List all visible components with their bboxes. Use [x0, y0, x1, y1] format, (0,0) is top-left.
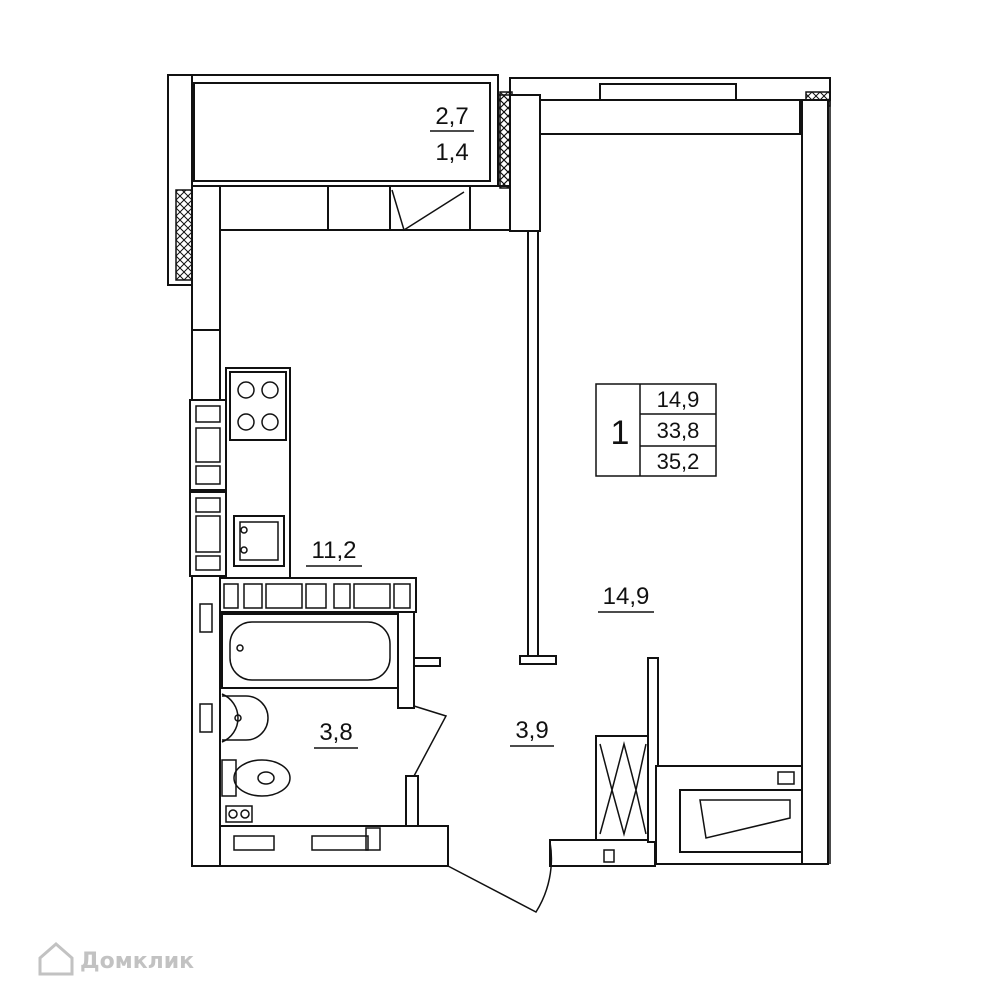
burner-4	[261, 413, 279, 431]
living-area: 14,9	[603, 583, 650, 610]
hall-socket	[603, 849, 615, 863]
wardrobe	[595, 657, 659, 863]
shelf-2	[243, 583, 263, 609]
bottom-wall-bath	[219, 825, 449, 867]
watermark-house-icon	[38, 942, 74, 976]
top-wall-pier	[469, 185, 511, 231]
bathroom	[199, 577, 448, 851]
balcony-area-top: 2,7	[435, 103, 468, 130]
room-labels: 2,7 1,4 11,2 14,9 3,8 3,9	[306, 103, 654, 749]
kitchen-area: 11,2	[312, 537, 357, 564]
bathtub-basin	[229, 621, 391, 681]
cabinet-upper-door-3	[195, 465, 221, 485]
entrance	[447, 840, 553, 913]
living-window-sill	[599, 83, 737, 101]
bathtub	[221, 613, 399, 689]
washbasin-drain	[234, 714, 242, 722]
balcony-insulation-left	[175, 189, 193, 281]
radiator-1	[233, 835, 275, 851]
washbasin-outer	[221, 693, 239, 743]
sink-drain	[240, 546, 248, 554]
partition	[519, 230, 557, 665]
living-left-pier	[509, 94, 541, 232]
niche-socket	[777, 771, 795, 785]
shelf-4	[305, 583, 327, 609]
shelf-3	[265, 583, 303, 609]
vent-lower	[199, 703, 213, 733]
shelf-5	[333, 583, 351, 609]
stove	[229, 371, 287, 441]
cabinet-upper-door-1	[195, 405, 221, 423]
kitchen-sink	[233, 515, 285, 567]
summary-total-area: 33,8	[657, 418, 700, 443]
summary-living-area: 14,9	[657, 387, 700, 412]
bathroom-area: 3,8	[319, 719, 352, 746]
hall-area: 3,9	[515, 717, 548, 744]
watermark-text: Домклик	[80, 949, 194, 974]
shelf-6	[353, 583, 391, 609]
toilet-seat	[257, 771, 275, 785]
niche-shape	[699, 799, 791, 839]
summary-table: 1 14,9 33,8 35,2	[595, 383, 717, 477]
balcony-door-swing	[391, 189, 465, 232]
cabinet-lower-door-2	[195, 515, 221, 553]
radiator-2	[311, 835, 369, 851]
toilet-tank	[221, 759, 237, 797]
bottom-wall-hall	[549, 839, 656, 867]
left-window-upper	[191, 329, 221, 401]
balcony-inner	[193, 82, 491, 182]
bathroom-stub	[413, 657, 441, 667]
living-window	[539, 99, 801, 135]
bathroom-right-wall-lower	[405, 775, 419, 827]
partition-wall	[527, 230, 539, 662]
bathroom-right-wall	[397, 611, 415, 709]
balcony	[167, 74, 511, 286]
riser	[365, 827, 381, 851]
burner-2	[261, 381, 279, 399]
wardrobe-hangers	[599, 741, 647, 837]
summary-frame	[595, 383, 717, 477]
summary-total-with-balcony: 35,2	[657, 449, 700, 474]
shelf-1	[223, 583, 239, 609]
valve-1	[228, 809, 238, 819]
bathroom-door-swing	[413, 705, 448, 777]
vent-upper	[199, 603, 213, 633]
cabinet-upper-door-2	[195, 427, 221, 463]
rooms-count: 1	[611, 414, 630, 452]
balcony-area-bottom: 1,4	[435, 139, 468, 166]
entrance-door-swing	[447, 841, 553, 913]
watermark: Домклик	[38, 942, 194, 976]
bathtub-drain	[236, 644, 244, 652]
bathroom-top-wall	[219, 577, 417, 613]
partition-end	[519, 655, 557, 665]
living-niche	[655, 765, 803, 865]
burner-3	[237, 413, 255, 431]
valve-2	[240, 809, 250, 819]
cabinet-lower-door-3	[195, 555, 221, 571]
shelf-7	[393, 583, 411, 609]
sink-basin	[239, 521, 279, 561]
kitchen-equipment	[189, 367, 291, 579]
living-right-wall	[801, 99, 829, 865]
washbasin	[222, 695, 269, 741]
burner-1	[237, 381, 255, 399]
sink-tap	[240, 526, 248, 534]
cabinet-lower-door-1	[195, 497, 221, 513]
toilet-bowl	[233, 759, 291, 797]
valve-block	[225, 805, 253, 823]
balcony-window-left	[327, 185, 391, 231]
